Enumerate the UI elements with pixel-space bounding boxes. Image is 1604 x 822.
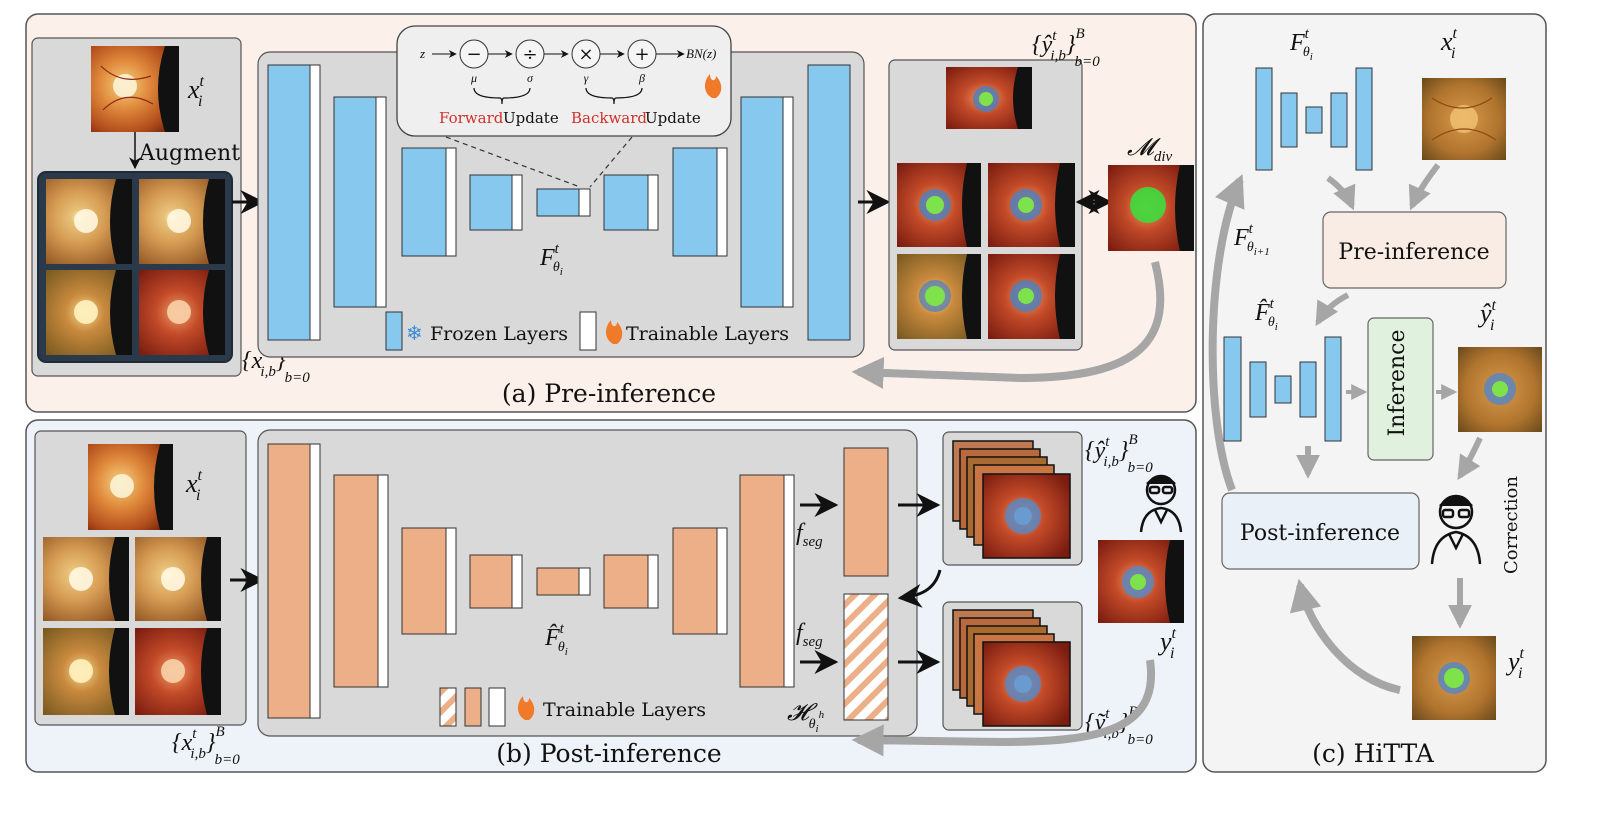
doctor-icon <box>1139 474 1183 533</box>
svg-text:BN(z): BN(z) <box>686 46 716 61</box>
svg-text:Trainable Layers: Trainable Layers <box>626 323 789 345</box>
svg-text:Pre-inference: Pre-inference <box>1338 240 1489 265</box>
fundus-input-a <box>91 46 179 132</box>
fundus-aug-b1 <box>43 537 129 621</box>
caption-hitta: (c) HiTTA <box>1312 739 1435 768</box>
mdiv-image <box>1108 165 1194 251</box>
svg-text:−: − <box>466 44 481 65</box>
fundus-aug-4 <box>139 270 225 355</box>
svg-text:σ: σ <box>527 71 534 85</box>
fundus-aug-b4 <box>135 628 221 715</box>
pred-4-a <box>988 254 1075 339</box>
svg-text:+: + <box>634 44 649 65</box>
mini-unet-bottom <box>1223 336 1342 442</box>
svg-text:Forward: Forward <box>439 109 504 127</box>
seg-head <box>843 447 889 577</box>
pre-inference-box <box>1322 211 1507 289</box>
fundus-aug-b2 <box>135 537 221 621</box>
ground-truth-c <box>1412 636 1496 720</box>
fundus-aug-1 <box>46 179 132 264</box>
hatched-head <box>843 593 889 721</box>
feedback-arrow-a <box>851 261 1165 389</box>
inference-box <box>1367 317 1434 461</box>
layers-frozen-a <box>267 64 851 341</box>
snowflake-icon: ❄ <box>406 321 423 345</box>
svg-text:Frozen Layers: Frozen Layers <box>430 323 568 345</box>
bn-chain-box: z − ÷ × + BN(z) μ σ γ β Forward Update B… <box>396 25 732 137</box>
flame-icon <box>606 320 623 344</box>
update-loop-arrow <box>1208 174 1245 492</box>
augment-label: Augment <box>138 141 240 166</box>
x-ibt-set-label-a: {xti,b}Bb=0 <box>242 342 310 386</box>
arrow-top-stack-to-hatched <box>897 569 942 608</box>
ground-truth-b <box>1098 540 1184 623</box>
flame-icon <box>518 696 535 720</box>
stacked-preds-bottom <box>952 609 1071 727</box>
svg-text:Update: Update <box>503 109 559 127</box>
svg-text:μ: μ <box>470 71 477 85</box>
caption-post-inference: (b) Post-inference <box>496 739 721 768</box>
panel-pre-inference: xti Augment {xti,b}Bb=0 <box>25 13 1197 413</box>
svg-text:÷: ÷ <box>522 44 537 65</box>
mini-unet-top <box>1255 67 1373 171</box>
svg-text:Inference: Inference <box>1385 329 1410 436</box>
f-seg-label-1: fseg <box>796 520 823 550</box>
layers-trainable-b <box>267 443 795 719</box>
fundus-input-b <box>88 444 173 530</box>
stacked-preds-top <box>952 440 1071 559</box>
f-seg-label-2: fseg <box>796 620 823 650</box>
svg-text:Update: Update <box>645 109 701 127</box>
svg-text:z: z <box>419 46 425 61</box>
legend-b: Trainable Layers <box>439 687 706 727</box>
svg-text:Trainable Layers: Trainable Layers <box>543 699 706 721</box>
fundus-aug-2 <box>139 179 225 264</box>
svg-text:γ: γ <box>584 71 589 85</box>
pred-3-a <box>897 254 981 339</box>
svg-text:Post-inference: Post-inference <box>1240 521 1400 546</box>
fundus-aug-b3 <box>43 628 129 715</box>
legend-a: ❄ Frozen Layers Trainable Layers <box>385 311 789 351</box>
doctor-icon-c <box>1430 494 1482 565</box>
fundus-input-c <box>1422 78 1506 160</box>
flame-icon <box>705 74 722 98</box>
pred-main-a <box>946 67 1032 129</box>
svg-text:β: β <box>638 71 645 85</box>
feedback-arrow-b <box>851 659 1156 757</box>
caption-pre-inference: (a) Pre-inference <box>502 379 716 408</box>
pred-1-a <box>897 163 981 247</box>
svg-text:Backward: Backward <box>571 109 647 127</box>
fundus-aug-3 <box>46 270 132 355</box>
correction-feedback-arrow <box>1289 578 1401 694</box>
prediction-c <box>1458 347 1542 432</box>
correction-label: Correction <box>1501 476 1522 574</box>
svg-text:×: × <box>578 44 593 65</box>
pred-2-a <box>988 163 1075 247</box>
post-inference-box <box>1221 492 1420 570</box>
